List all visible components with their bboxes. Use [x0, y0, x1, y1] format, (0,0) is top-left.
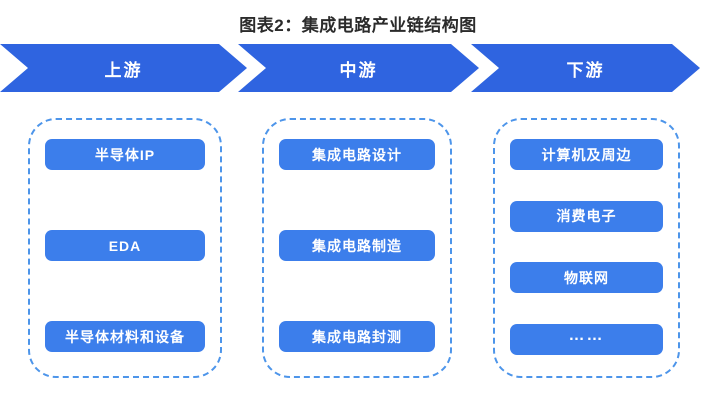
item-box-semiconductor-ip: 半导体IP	[45, 139, 205, 170]
downstream-group: 计算机及周边 消费电子 物联网 ……	[493, 118, 680, 378]
item-box-materials-equipment: 半导体材料和设备	[45, 321, 205, 352]
stage-arrow-downstream: 下游	[471, 44, 700, 92]
item-box-iot: 物联网	[509, 262, 664, 294]
upstream-group: 半导体IP EDA 半导体材料和设备	[28, 118, 222, 378]
stage-label-midstream: 中游	[339, 60, 378, 80]
stage-label-upstream: 上游	[104, 60, 143, 80]
midstream-group: 集成电路设计 集成电路制造 集成电路封测	[262, 118, 452, 378]
item-box-ic-packaging-testing: 集成电路封测	[278, 321, 436, 352]
stage-arrow-midstream: 中游	[238, 44, 479, 92]
ellipsis-text: ……	[568, 327, 605, 345]
item-box-computers-peripherals: 计算机及周边	[509, 139, 664, 170]
item-box-ic-manufacturing: 集成电路制造	[278, 230, 436, 261]
item-box-ellipsis: ……	[509, 323, 664, 355]
diagram-title: 图表2：集成电路产业链结构图	[239, 16, 477, 35]
item-box-ic-design: 集成电路设计	[278, 139, 436, 170]
item-box-eda: EDA	[45, 230, 205, 261]
stage-arrow-upstream: 上游	[0, 44, 247, 92]
stage-label-downstream: 下游	[566, 60, 605, 80]
item-box-consumer-electronics: 消费电子	[509, 200, 664, 232]
